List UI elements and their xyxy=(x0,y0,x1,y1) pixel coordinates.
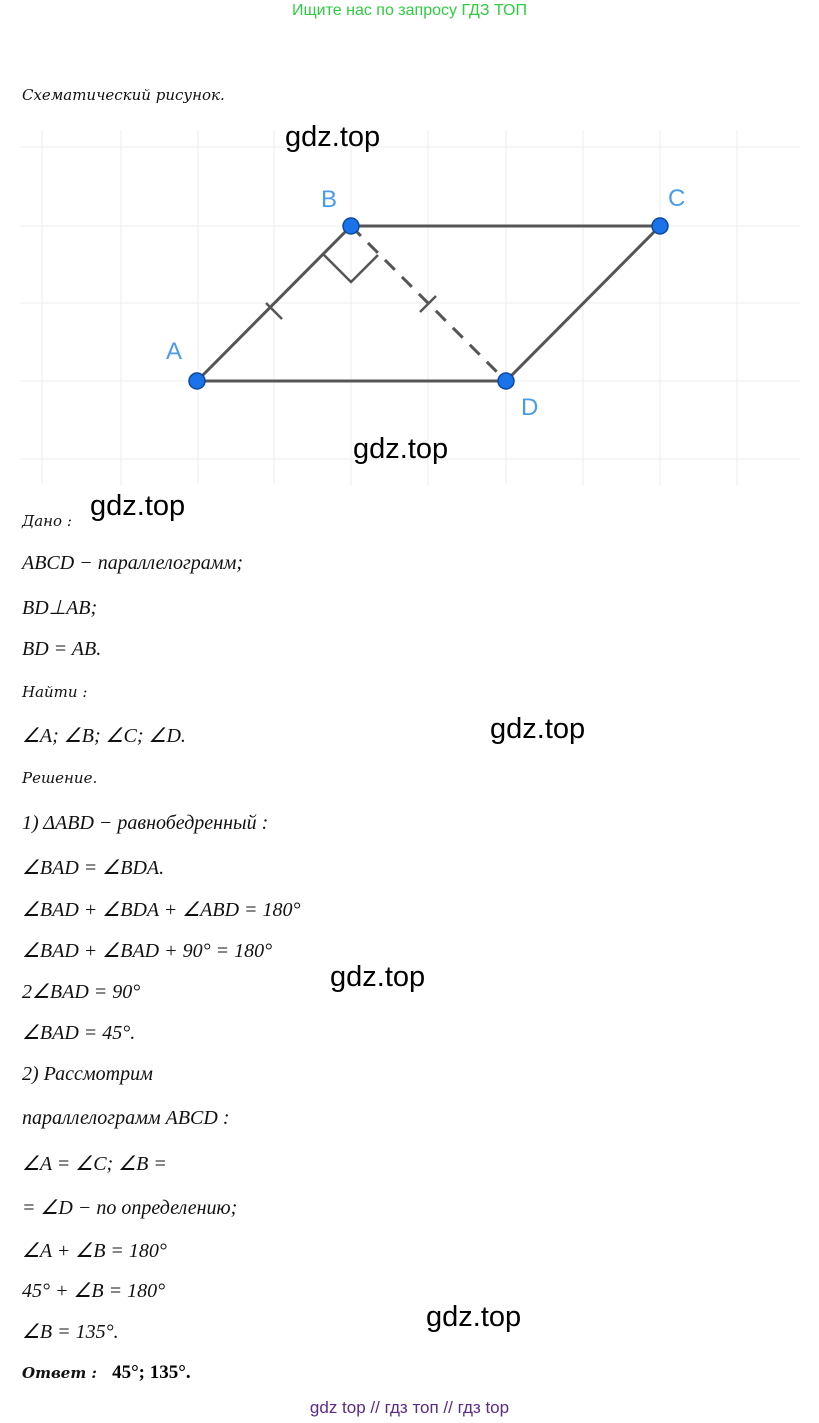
step-line: ∠BAD + ∠BDA + ∠ABD = 180° xyxy=(22,899,301,921)
label-b: B xyxy=(321,186,337,213)
step-line: параллелограмм ABCD : xyxy=(22,1107,230,1129)
answer-label: Ответ : xyxy=(22,1364,97,1382)
label-a: A xyxy=(166,338,182,365)
search-banner: Ищите нас по запросу ГДЗ ТОП xyxy=(292,2,527,19)
side-cd xyxy=(504,224,662,383)
label-c: C xyxy=(668,185,685,212)
step-line: 2∠BAD = 90° xyxy=(22,981,141,1003)
label-d: D xyxy=(521,394,538,421)
step-line: ∠BAD + ∠BAD + 90° = 180° xyxy=(22,940,273,962)
step-line: 1) ΔABD − равнобедренный : xyxy=(22,812,269,834)
watermark: gdz.top xyxy=(490,713,586,745)
given-line: ABCD − параллелограмм; xyxy=(22,552,243,574)
step-line: ∠BAD = ∠BDA. xyxy=(22,857,165,879)
point-a xyxy=(188,372,206,390)
given-line: BD = AB. xyxy=(22,638,102,660)
step-line: = ∠D − по определению; xyxy=(22,1197,238,1219)
right-angle-mark xyxy=(323,254,379,284)
step-line: ∠BAD = 45°. xyxy=(22,1022,136,1044)
answer-value: 45°; 135°. xyxy=(112,1362,191,1383)
answer-row: Ответ : 45°; 135°. xyxy=(22,1362,191,1384)
point-b xyxy=(342,217,360,235)
solution-label: Решение. xyxy=(22,769,98,787)
step-line: ∠B = 135°. xyxy=(22,1321,119,1343)
point-d xyxy=(497,372,515,390)
figure-caption: Схематический рисунок. xyxy=(22,86,225,104)
given-line: BD⊥AB; xyxy=(22,597,98,619)
side-ab xyxy=(195,224,353,383)
step-line: ∠A = ∠C; ∠B = xyxy=(22,1153,167,1175)
footer-links[interactable]: gdz top // гдз топ // гдз top xyxy=(309,1398,510,1417)
given-label: Дано : xyxy=(22,512,72,530)
step-line: 45° + ∠B = 180° xyxy=(22,1280,166,1302)
parallelogram-diagram: A B C D xyxy=(20,130,800,485)
tick-bd xyxy=(419,295,437,313)
grid xyxy=(20,130,800,485)
step-line: 2) Рассмотрим xyxy=(22,1063,153,1085)
tick-ab xyxy=(265,302,283,320)
watermark: gdz.top xyxy=(90,490,186,522)
watermark: gdz.top xyxy=(353,433,449,465)
find-label: Найти : xyxy=(22,683,88,701)
point-c xyxy=(651,217,669,235)
watermark: gdz.top xyxy=(285,121,381,153)
watermark: gdz.top xyxy=(330,961,426,993)
find-line: ∠A; ∠B; ∠C; ∠D. xyxy=(22,725,186,747)
watermark: gdz.top xyxy=(426,1301,522,1333)
step-line: ∠A + ∠B = 180° xyxy=(22,1240,167,1262)
